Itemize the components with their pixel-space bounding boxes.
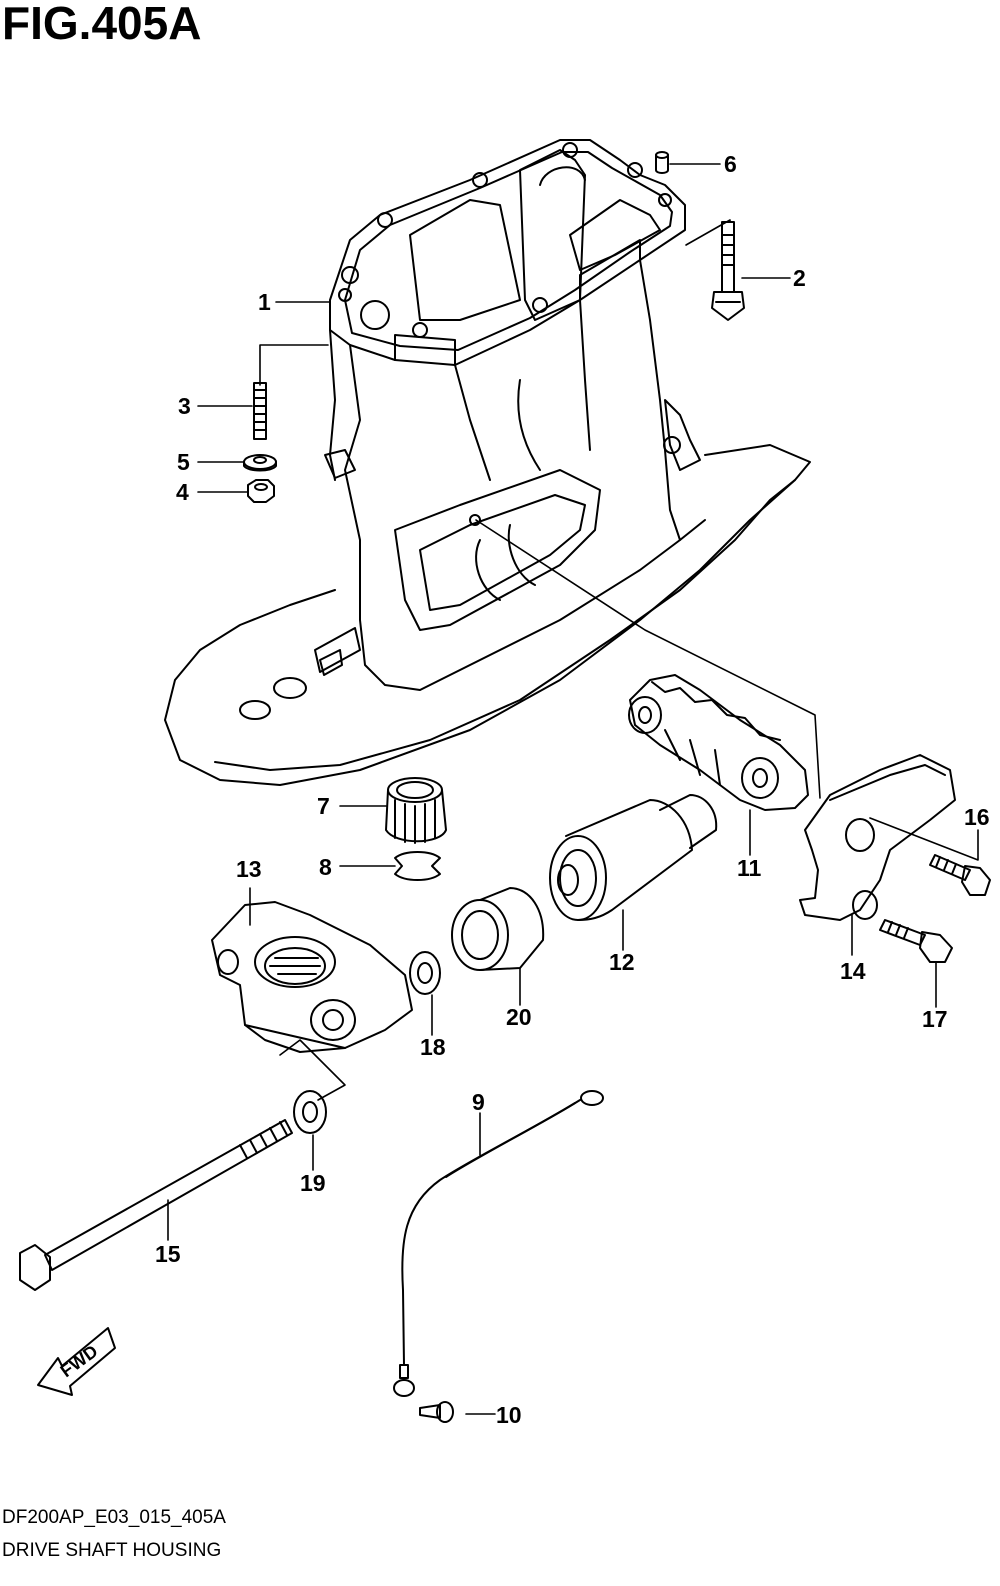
callout-12: 12 (609, 949, 635, 975)
callout-11: 11 (737, 855, 762, 881)
callout-15: 15 (155, 1241, 181, 1267)
bushing (385, 777, 447, 844)
callout-10: 10 (496, 1402, 522, 1428)
callout-17: 17 (922, 1006, 948, 1032)
bracket-bolt-16 (929, 854, 991, 896)
nut (247, 479, 275, 503)
callout-6: 6 (724, 151, 737, 177)
leader-lines (167, 163, 979, 1415)
callout-14: 14 (840, 958, 866, 984)
mount-rubber (628, 674, 809, 811)
fwd-arrow (37, 1327, 116, 1396)
engine-mount (549, 794, 718, 921)
figure-title: FIG.405A (2, 0, 202, 49)
callout-9: 9 (472, 1089, 485, 1115)
ground-wire (393, 1090, 604, 1397)
stud-bolt (253, 382, 267, 440)
housing-bolt (711, 221, 745, 321)
drawing-name: DRIVE SHAFT HOUSING (2, 1540, 222, 1561)
drive-shaft-housing (164, 139, 811, 786)
ground-screw (419, 1401, 454, 1423)
callout-4: 4 (176, 479, 189, 505)
washer-18 (409, 951, 441, 995)
washer-19 (293, 1090, 327, 1134)
mount-holder (211, 901, 413, 1053)
callout-19: 19 (300, 1170, 326, 1196)
callout-7: 7 (317, 793, 330, 819)
callout-1: 1 (258, 289, 271, 315)
callout-18: 18 (420, 1034, 446, 1060)
bush (451, 887, 545, 971)
callout-5: 5 (177, 449, 190, 475)
dowel-pin (655, 151, 669, 174)
bracket-bolt-17 (879, 919, 953, 963)
callout-20: 20 (506, 1004, 532, 1030)
mount-bracket (799, 754, 956, 921)
callout-16: 16 (964, 804, 990, 830)
callout-2: 2 (793, 265, 806, 291)
through-bolt (19, 1119, 293, 1291)
drawing-code: DF200AP_E03_015_405A (2, 1507, 226, 1528)
washer (243, 454, 277, 472)
callout-8: 8 (319, 854, 332, 880)
callout-13: 13 (236, 856, 262, 882)
callout-3: 3 (178, 393, 191, 419)
callout-labels: 1 2 3 4 5 6 7 8 9 10 11 12 13 14 15 16 1… (155, 151, 990, 1428)
clip-ring (394, 851, 441, 881)
